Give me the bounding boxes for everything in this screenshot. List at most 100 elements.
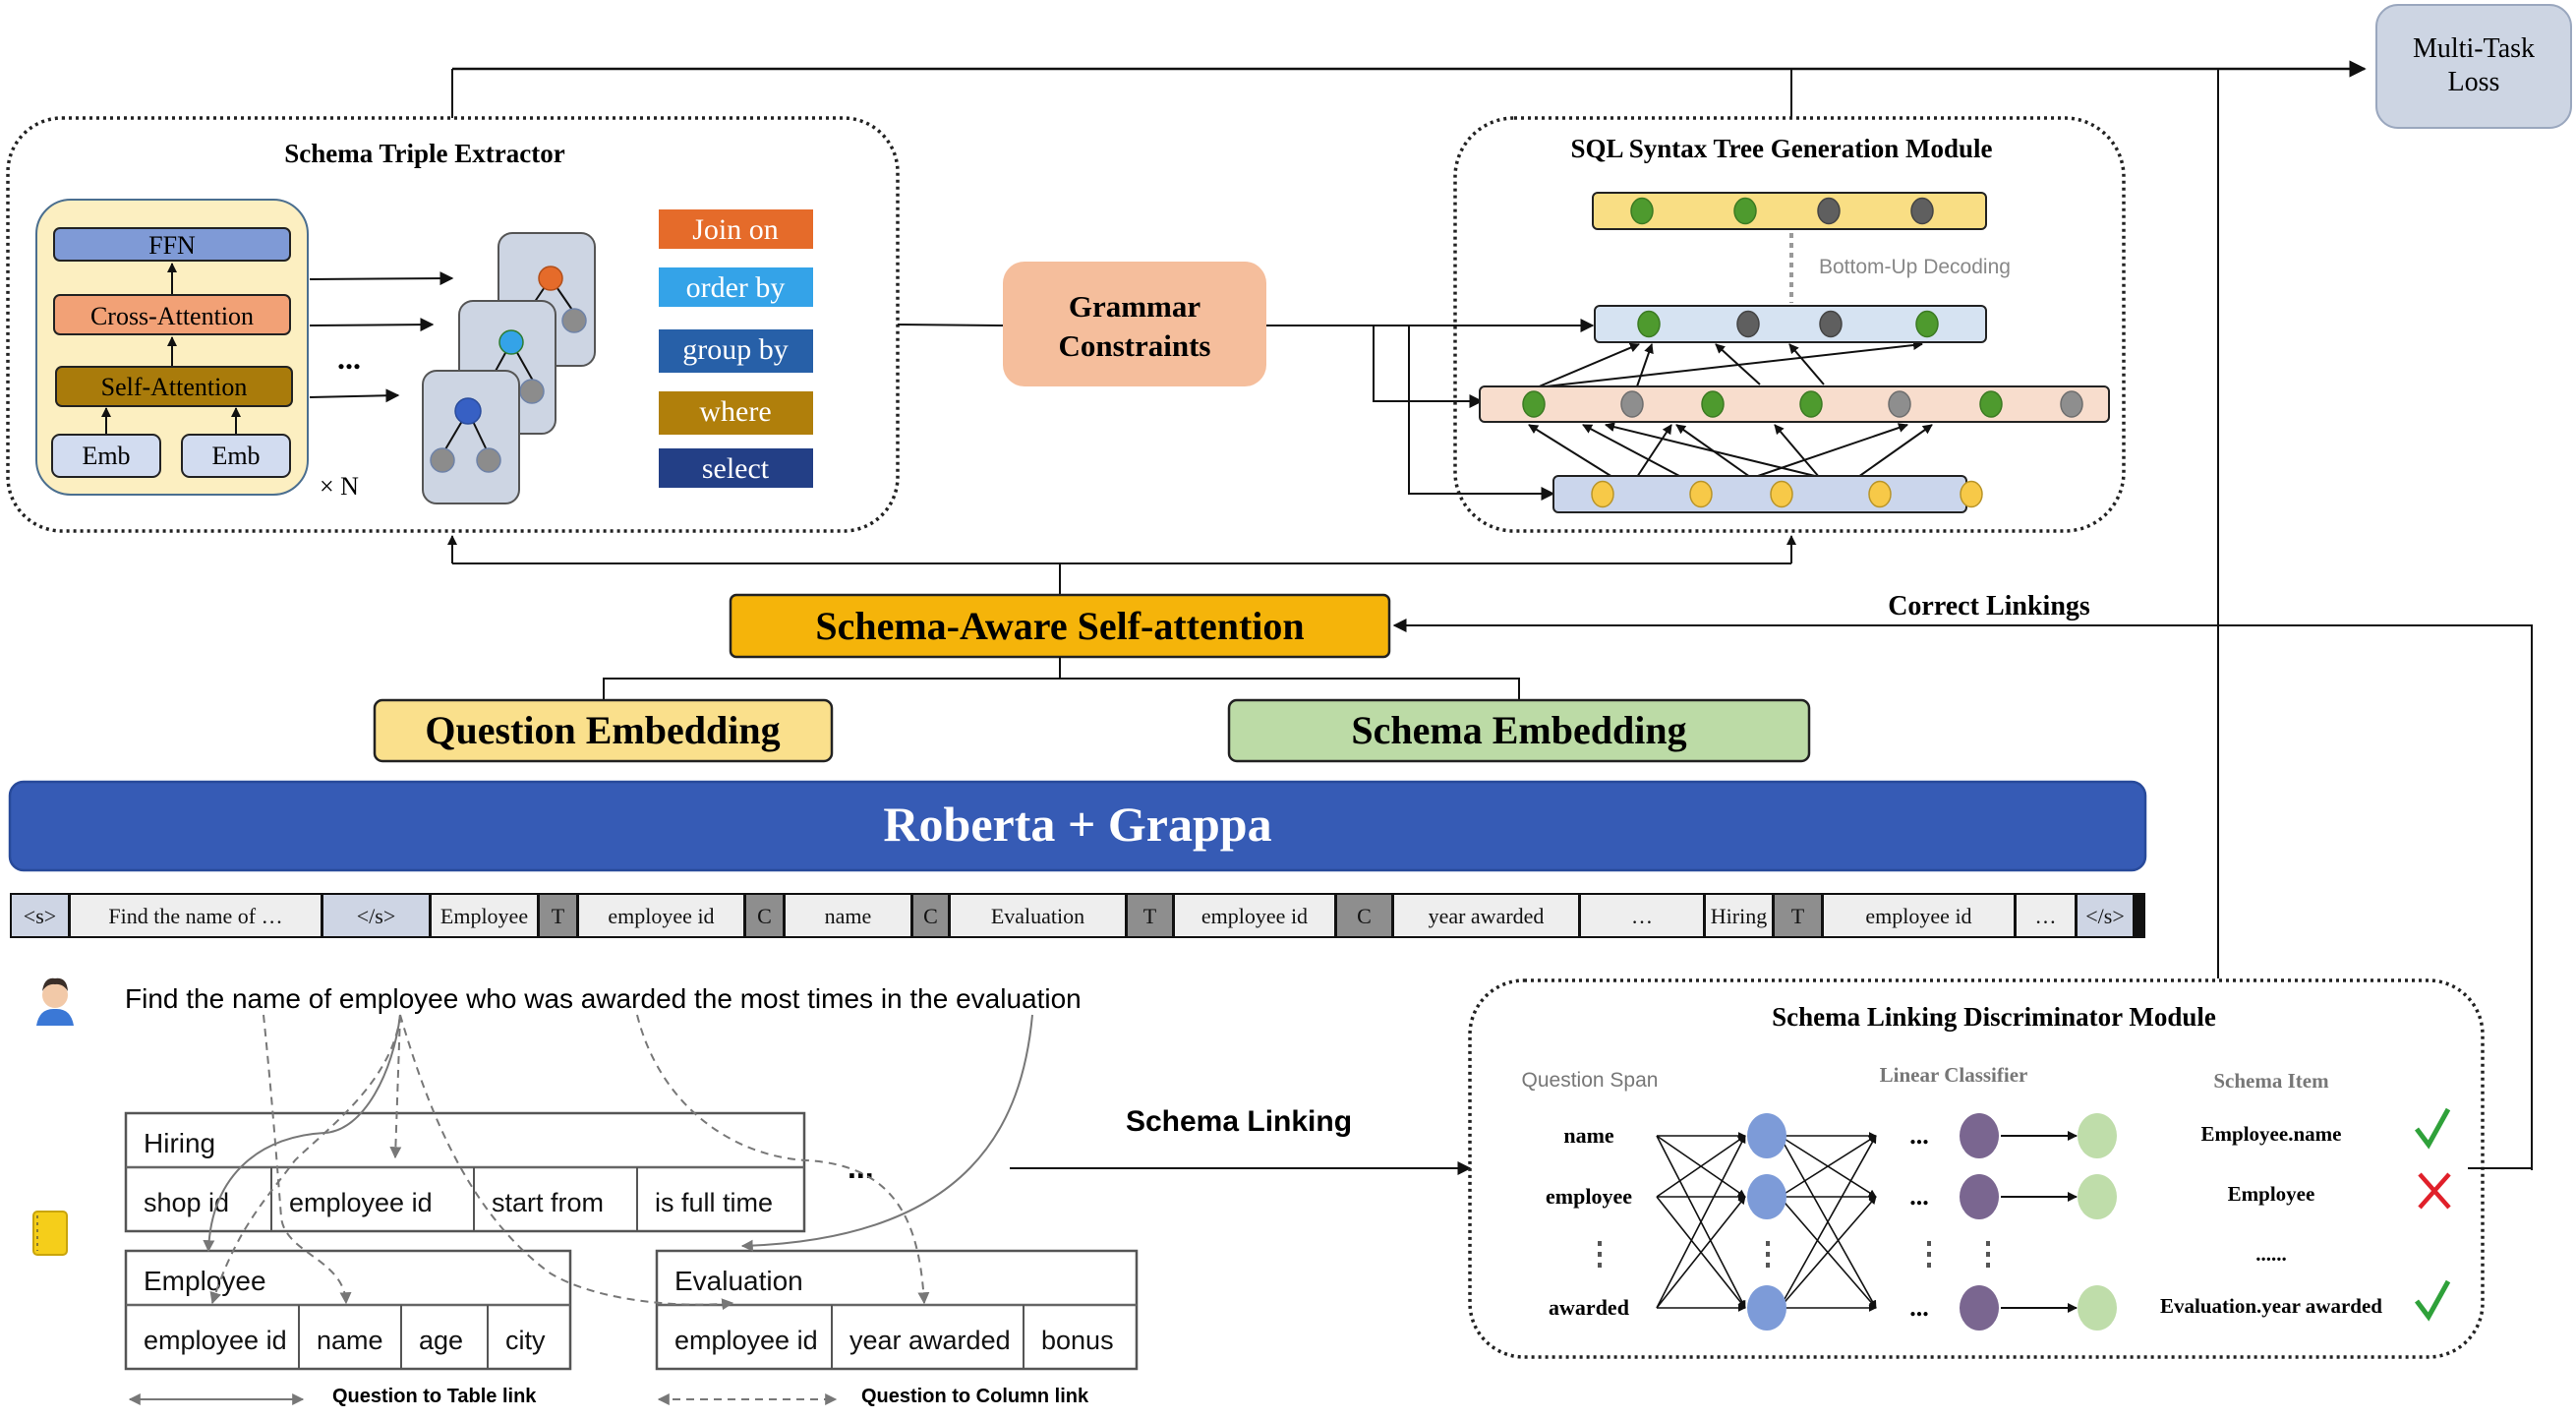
token-text: employee id <box>1865 904 1971 928</box>
bottom-up-decoding-label: Bottom-Up Decoding <box>1819 256 2011 278</box>
grammar-constraints-line2: Constraints <box>1058 328 1210 363</box>
hidden-node <box>1747 1174 1786 1219</box>
token-cell <box>2017 895 2075 936</box>
table-column: city <box>505 1326 546 1355</box>
grammar-constraints: Grammar Constraints <box>897 262 1595 501</box>
token-cell <box>323 895 429 936</box>
question-text: Find the name of employee who was awarde… <box>125 983 1082 1014</box>
token-text: Hiring <box>1711 904 1767 928</box>
schema-link-curves <box>203 1014 1033 1311</box>
tree-node <box>1689 480 1713 508</box>
tree-node <box>1960 480 1983 508</box>
person-icon <box>36 977 74 1026</box>
token-text: </s> <box>357 904 396 928</box>
token-text: Find the name of … <box>108 904 282 928</box>
repeat-n-label: × N <box>320 472 359 501</box>
token-text: C <box>1357 904 1372 928</box>
grammar-constraints-line1: Grammar <box>1069 289 1201 324</box>
tree-node <box>1701 390 1725 418</box>
schema-linking-label: Schema Linking <box>1126 1105 1352 1138</box>
token-cell <box>1175 895 1334 936</box>
tree-edge <box>1536 342 1640 388</box>
tree-level-bar <box>1592 192 1987 230</box>
tree-node <box>1637 310 1661 338</box>
question-row: Find the name of employee who was awarde… <box>36 977 1082 1026</box>
tree-node <box>1630 197 1654 225</box>
tree-edge <box>1636 424 1672 478</box>
sql-tree-module-title: SQL Syntax Tree Generation Module <box>1570 134 1992 163</box>
tree-edge <box>1857 424 1933 478</box>
table-column: is full time <box>655 1188 773 1217</box>
cross-icon <box>2418 1172 2451 1210</box>
token-text: C <box>923 904 938 928</box>
token-cell <box>913 895 948 936</box>
schema-item: Employee.name <box>2201 1122 2342 1146</box>
more-tables-ellipsis: ... <box>848 1150 874 1185</box>
tree-edge <box>1715 343 1761 385</box>
table-column: name <box>317 1326 383 1355</box>
link-legend: Question to Table link Question to Colum… <box>128 1386 1089 1407</box>
tree-node <box>1915 310 1939 338</box>
table-name: Employee <box>144 1266 266 1296</box>
col-schema-item: Schema Item <box>2213 1069 2329 1093</box>
table-name: Hiring <box>144 1128 215 1158</box>
tree-edge <box>1528 424 1613 478</box>
token-text: T <box>1143 904 1157 928</box>
token-text: year awarded <box>1429 904 1545 928</box>
question-span: employee <box>1546 1184 1632 1209</box>
token-cell <box>540 895 576 936</box>
schema-item: Employee <box>2228 1182 2315 1206</box>
tree-edges <box>1528 340 1933 478</box>
col-linear-classifier: Linear Classifier <box>1880 1063 2028 1087</box>
check-icon <box>2415 1279 2451 1322</box>
tree-node <box>1979 390 2003 418</box>
layer-ellipsis: ... <box>337 340 361 376</box>
sql-keyword-chip <box>659 448 813 488</box>
token-cell <box>2078 895 2133 936</box>
token-cell <box>432 895 537 936</box>
token-cell <box>1128 895 1172 936</box>
token-text: … <box>1631 904 1653 928</box>
output-node <box>2078 1285 2117 1331</box>
schema-triple-extractor-title: Schema Triple Extractor <box>284 139 564 168</box>
schema-aware-self-attention: Schema-Aware Self-attention Correct Link… <box>603 591 2533 1170</box>
tree-root-node <box>454 397 482 425</box>
tree-node <box>1770 480 1793 508</box>
sql-keyword-label: order by <box>686 271 786 304</box>
emb-right: Emb <box>211 442 260 470</box>
check-icon <box>2415 1107 2451 1150</box>
token-text: T <box>1791 904 1805 928</box>
top-connectors <box>447 60 2367 978</box>
tree-node <box>1620 390 1644 418</box>
token-cell <box>951 895 1125 936</box>
tree-edge <box>1536 340 1923 388</box>
tree-card-front <box>422 370 520 504</box>
table-column: shop id <box>144 1188 229 1217</box>
schema-item: ...... <box>2255 1242 2287 1266</box>
token-cell <box>1824 895 2014 936</box>
token-cell <box>12 895 68 936</box>
hidden-node <box>1747 1113 1786 1158</box>
sql-keyword-chip <box>659 391 813 435</box>
token-text: </s> <box>2085 904 2125 928</box>
output-node <box>2078 1174 2117 1219</box>
discriminator-title: Schema Linking Discriminator Module <box>1772 1002 2216 1032</box>
schema-linking-arrow: Schema Linking <box>1010 1105 1472 1175</box>
token-cell <box>786 895 910 936</box>
tree-level-bar <box>1479 385 2110 423</box>
question-embedding: Question Embedding <box>373 698 834 763</box>
hidden-node <box>1747 1285 1786 1331</box>
token-text: employee id <box>608 904 714 928</box>
tree-level-bar <box>1594 305 1987 343</box>
encoder-block: Roberta + Grappa <box>8 780 2147 872</box>
tree-node <box>1799 390 1823 418</box>
tree-node <box>2060 390 2083 418</box>
correct-linkings-label: Correct Linkings <box>1888 591 2090 621</box>
token-text: C <box>757 904 772 928</box>
token-text: name <box>825 904 872 928</box>
tree-edge <box>1605 422 1820 478</box>
